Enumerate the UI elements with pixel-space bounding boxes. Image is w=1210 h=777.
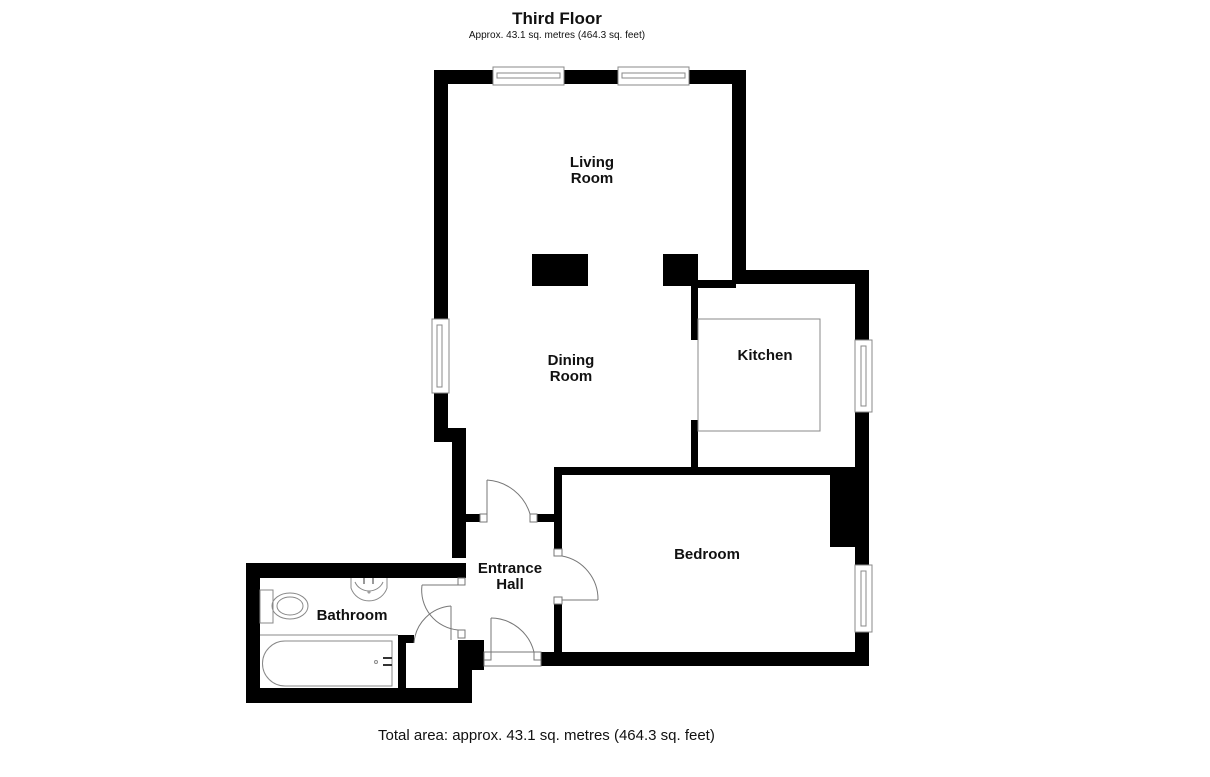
- wall-hall-left: [452, 428, 466, 558]
- wall-bath-cupboard-top: [398, 635, 414, 643]
- room-label-entrance-hall: Entrance Hall: [477, 560, 543, 593]
- pillar-right: [663, 254, 698, 286]
- wall-bathroom-top: [246, 563, 466, 578]
- wall-kitchen-right-upper: [855, 270, 869, 340]
- room-label-living-room: Living Room: [569, 154, 615, 187]
- wall-kitchen-left-upper: [691, 284, 698, 340]
- sink-icon: [350, 578, 388, 602]
- wall-bedroom-right-upper: [855, 475, 869, 565]
- kitchen-counter-outline: [697, 318, 821, 432]
- floor-title: Third Floor: [512, 9, 602, 28]
- wall-kitchen-right-lower: [855, 412, 869, 484]
- door-hall-bedroom: [553, 548, 599, 605]
- wall-bedroom-top: [554, 467, 869, 475]
- doors: [413, 479, 599, 667]
- wall-left-upper: [434, 70, 448, 320]
- wall-kitchen-top: [732, 270, 869, 284]
- floor-area-subtitle: Approx. 43.1 sq. metres (464.3 sq. feet): [468, 30, 646, 41]
- window-living-1: [492, 66, 565, 86]
- window-dining: [431, 318, 450, 394]
- toilet-icon: [259, 589, 309, 624]
- total-area-caption: Total area: approx. 43.1 sq. metres (464…: [378, 727, 715, 744]
- door-entrance: [483, 617, 542, 667]
- wall-bedroom-left-lower: [554, 604, 562, 666]
- wall-bedroom-left-upper: [554, 467, 562, 549]
- door-bathroom: [421, 577, 466, 639]
- wall-top-mid: [563, 70, 618, 84]
- wall-hall-door-right: [537, 514, 559, 522]
- wall-right-living: [732, 70, 746, 280]
- room-label-dining-room: Dining Room: [547, 352, 595, 385]
- door-cupboard: [413, 605, 452, 644]
- wall-kitchen-top-left: [692, 280, 736, 288]
- door-hall-dining: [479, 479, 538, 523]
- pillar-left: [532, 254, 588, 286]
- wall-kitchen-left-lower: [691, 420, 698, 470]
- room-label-bedroom: Bedroom: [674, 546, 740, 563]
- window-living-2: [617, 66, 690, 86]
- bathtub-icon: [262, 640, 393, 687]
- window-bedroom: [854, 564, 873, 633]
- wall-hall-door-left: [466, 514, 480, 522]
- wall-top-right: [688, 70, 746, 84]
- wall-top-left: [434, 70, 494, 84]
- window-kitchen: [854, 339, 873, 413]
- windows: [431, 66, 873, 633]
- wall-bathroom-left: [246, 563, 260, 703]
- wall-bedroom-bottom: [540, 652, 869, 666]
- walls: [246, 70, 869, 703]
- room-label-bathroom: Bathroom: [316, 607, 388, 624]
- fixtures: [259, 318, 821, 687]
- wall-bathroom-right: [458, 640, 472, 703]
- wall-bath-cupboard: [398, 635, 406, 693]
- wall-bathroom-bottom: [246, 688, 472, 703]
- room-label-kitchen: Kitchen: [737, 347, 793, 364]
